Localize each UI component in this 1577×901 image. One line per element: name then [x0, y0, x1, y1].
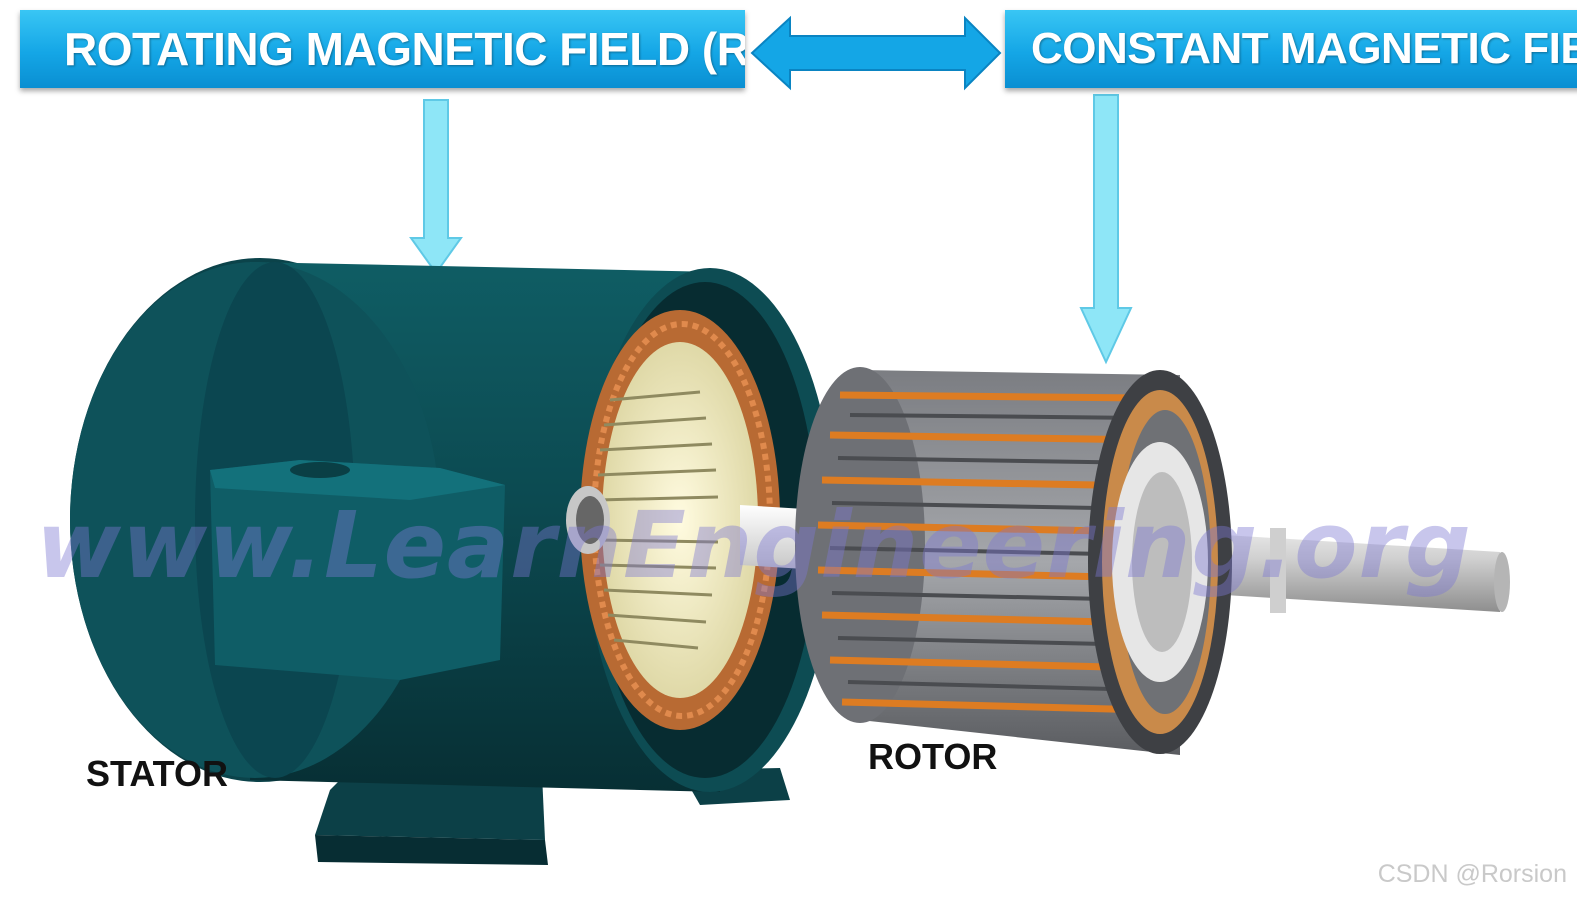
down-arrow-icon-rmf	[409, 99, 463, 275]
double-arrow-icon	[750, 15, 1002, 91]
down-arrow-icon-constant	[1079, 94, 1133, 365]
rotor-label: ROTOR	[868, 736, 998, 777]
constant-field-banner: CONSTANT MAGNETIC FIE	[1005, 10, 1577, 88]
rmf-banner: ROTATING MAGNETIC FIELD (RMF)	[20, 10, 745, 88]
stator-label: STATOR	[86, 753, 228, 794]
stator	[70, 258, 835, 865]
constant-field-banner-text: CONSTANT MAGNETIC FIE	[1031, 24, 1577, 73]
watermark: www.LearnEngineering.org	[36, 492, 1472, 599]
rmf-banner-text: ROTATING MAGNETIC FIELD (RMF)	[64, 23, 745, 75]
rotor	[795, 367, 1232, 755]
credit-text: CSDN @Rorsion	[1377, 860, 1567, 888]
